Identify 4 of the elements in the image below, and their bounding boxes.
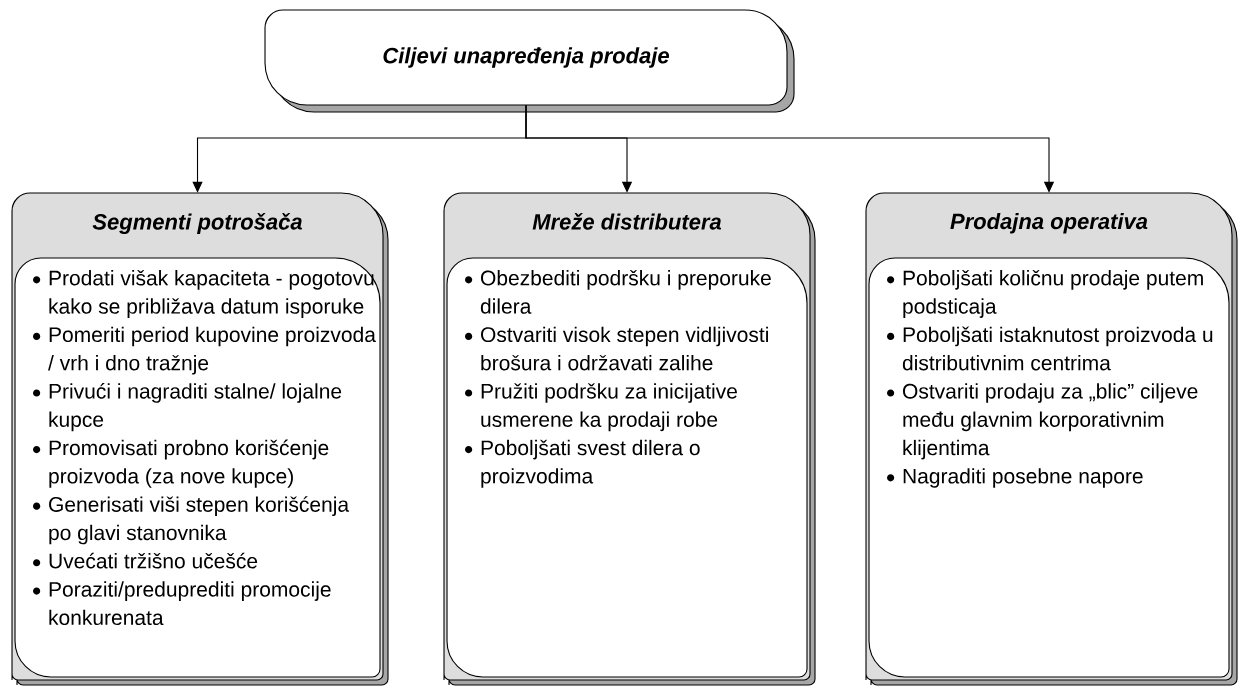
objectives-box: Obezbediti podršku i preporuke dilera Ostvariti visok stepen vidljivosti brošura i održavati zalihe Pružiti podršku za inicijative usmerene ka prodaji robe Poboljšati svest dilera o proizvodima (446, 257, 808, 678)
title-box: Ciljevi unapređenja prodaje (264, 9, 795, 113)
objectives-box: Poboljšati količnu prodaje putem podsticaja Poboljšati istaknutost proizvoda u distributivnim centrima Ostvariti prodaju za „blic” ciljeve među glavnim korporativnim klijentima Nagraditi posebne napore (868, 257, 1230, 678)
objectives-box: Prodati višak kapaciteta - pogotovu kako se približava datum isporuke Pomeriti period kupovine proizvoda / vrh i dno tražnje Privući i nagraditi stalne/ lojalne kupce Promovisati probno korišćenje proizvoda (za nove kupce) Generisati viši stepen korišćenja po glavi stanovnika Uvećati tržišno učešće Poraziti/preduprediti promocije konkurenata (14, 257, 381, 678)
